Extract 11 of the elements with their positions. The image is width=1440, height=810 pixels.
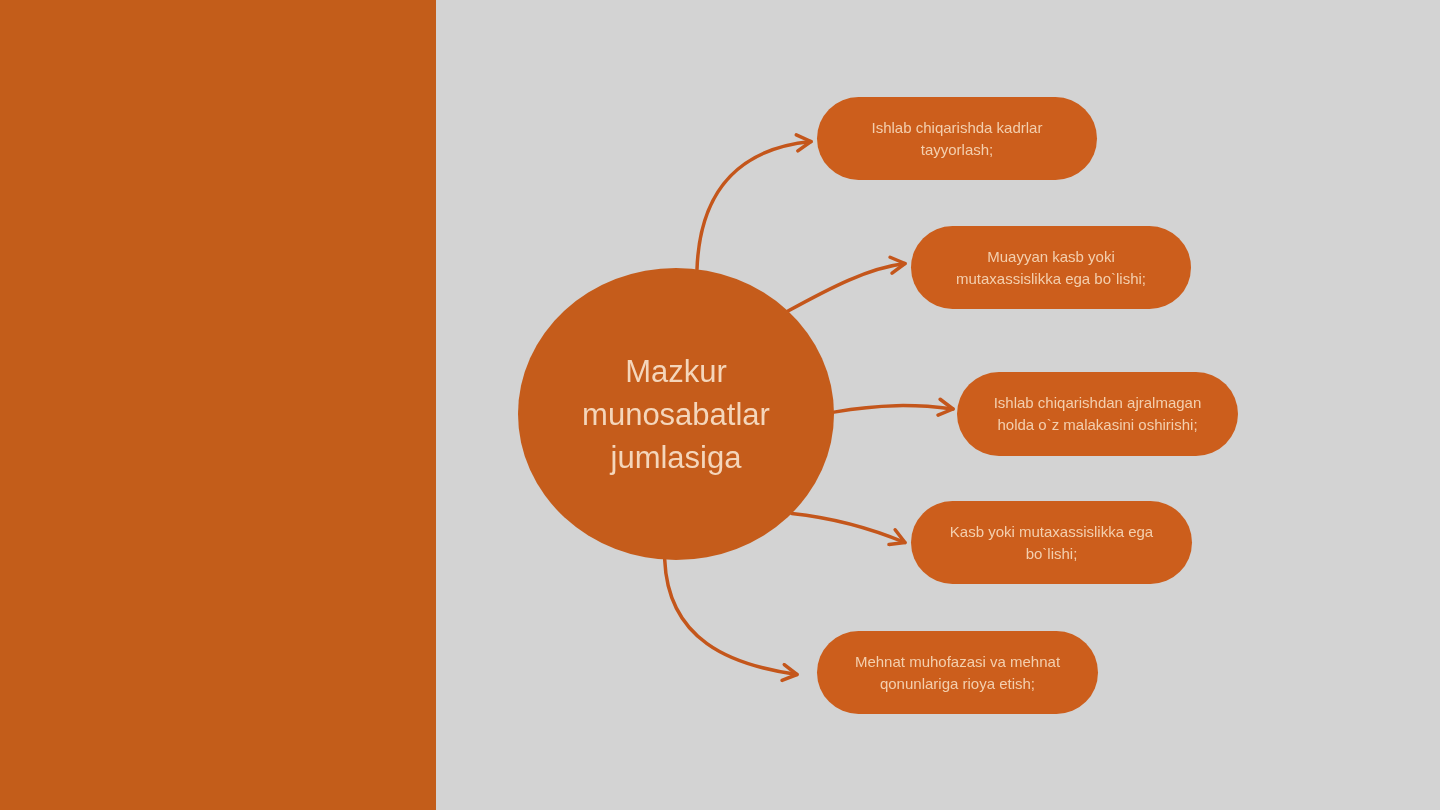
curved-arrow: [832, 397, 955, 417]
item-text: Muayyan kasb yoki mutaxassislikka ega bo`lishi;: [954, 246, 1148, 289]
item-text: Ishlab chiqarishdan ajralmagan holda o`z malakasini oshirishi;: [992, 393, 1203, 435]
curved-arrow: [695, 133, 813, 272]
curved-arrow: [662, 557, 799, 682]
item-text: Mehnat muhofazasi va mehnat qonunlariga rioya etish;: [853, 651, 1062, 694]
topic-text: Mazkur munosabatlar jumlasiga: [581, 352, 771, 477]
item-text: Ishlab chiqarishda kadrlar tayyorlash;: [870, 117, 1044, 160]
item-text: Kasb yoki mutaxassislikka ega bo`lishi;: [948, 521, 1155, 564]
curved-arrow: [789, 511, 907, 547]
curved-arrow: [786, 256, 907, 313]
